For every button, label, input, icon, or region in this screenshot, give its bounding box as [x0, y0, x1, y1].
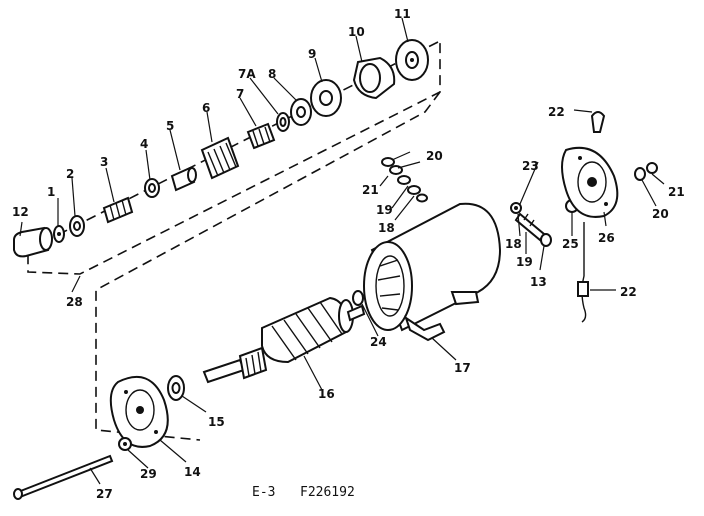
- label-part-22-lower: 22: [620, 285, 637, 299]
- caption-view: E-3: [252, 485, 275, 500]
- label-part-19-upper: 19: [376, 203, 393, 217]
- part-18-19-20-21-stack: [381, 157, 428, 203]
- part-7a-drawing: [276, 112, 290, 132]
- label-part-29: 29: [140, 467, 157, 481]
- part-22-lower-drawing: [577, 222, 589, 323]
- label-part-17: 17: [454, 361, 471, 375]
- part-29-drawing: [118, 437, 132, 451]
- label-part-15: 15: [208, 415, 225, 429]
- label-part-5: 5: [166, 119, 174, 133]
- part-3-drawing: [102, 196, 134, 224]
- label-part-7: 7: [236, 87, 244, 101]
- caption-part-number: F226192: [300, 485, 355, 500]
- part-15-drawing: [167, 375, 185, 401]
- label-part-18-lower: 18: [505, 237, 522, 251]
- part-14-drawing: [109, 375, 169, 448]
- part-6-drawing: [200, 136, 240, 180]
- part-5-drawing: [170, 166, 197, 192]
- label-part-23: 23: [522, 159, 539, 173]
- part-26-drawing: [561, 146, 619, 218]
- leader-lines: [19, 17, 665, 485]
- part-23-drawing: [510, 202, 522, 214]
- part-17-drawing: [363, 202, 502, 342]
- label-part-21-right: 21: [668, 185, 685, 199]
- part-2-drawing: [69, 215, 85, 237]
- label-part-26: 26: [598, 231, 615, 245]
- part-20-21-right-drawing: [634, 162, 658, 181]
- label-part-7a: 7A: [238, 67, 256, 81]
- part-13-drawing: [514, 212, 552, 247]
- label-part-13: 13: [530, 275, 547, 289]
- part-11-drawing: [395, 39, 429, 81]
- label-part-16: 16: [318, 387, 335, 401]
- label-part-24: 24: [370, 335, 387, 349]
- label-part-8: 8: [268, 67, 276, 81]
- label-part-28: 28: [66, 295, 83, 309]
- diagram-caption: E-3 F226192: [252, 485, 355, 500]
- label-part-4: 4: [140, 137, 148, 151]
- part-8-drawing: [290, 98, 312, 126]
- part-22-upper-drawing: [590, 111, 606, 133]
- drive-group-outline: [27, 41, 441, 441]
- label-part-20-upper: 20: [426, 149, 443, 163]
- part-16-drawing: [202, 296, 366, 384]
- label-part-22-upper: 22: [548, 105, 565, 119]
- label-part-25: 25: [562, 237, 579, 251]
- part-7-drawing: [246, 122, 276, 150]
- label-part-9: 9: [308, 47, 316, 61]
- label-part-21-upper: 21: [362, 183, 379, 197]
- label-part-6: 6: [202, 101, 210, 115]
- part-labels: 1 2 3 4 5 6 7 7A 8 9 10 11 12 13 14 15 1…: [12, 7, 685, 501]
- label-part-14: 14: [184, 465, 201, 479]
- label-part-3: 3: [100, 155, 108, 169]
- label-part-10: 10: [348, 25, 365, 39]
- label-part-27: 27: [96, 487, 113, 501]
- label-part-11: 11: [394, 7, 411, 21]
- part-9-drawing: [310, 79, 342, 117]
- part-24-drawing: [352, 290, 364, 306]
- label-part-1: 1: [47, 185, 55, 199]
- label-part-19-lower: 19: [516, 255, 533, 269]
- part-12-drawing: [13, 226, 53, 258]
- label-part-12: 12: [12, 205, 29, 219]
- label-part-20-right: 20: [652, 207, 669, 221]
- label-part-2: 2: [66, 167, 74, 181]
- part-1-drawing: [53, 225, 65, 243]
- part-10-drawing: [352, 56, 396, 100]
- label-part-18-upper: 18: [378, 221, 395, 235]
- part-4-drawing: [144, 178, 160, 198]
- part-27-drawing: [13, 454, 114, 500]
